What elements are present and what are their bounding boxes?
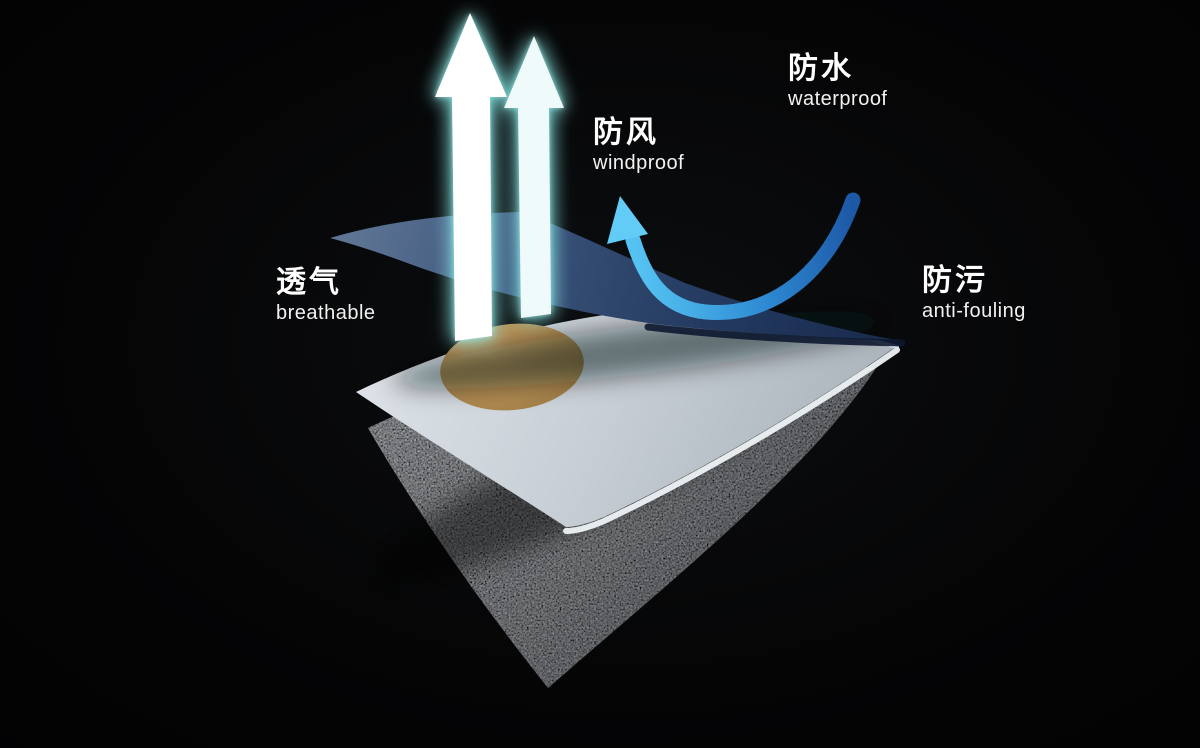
water-repel-arrow-curve [625, 192, 861, 321]
label-breathable-zh: 透气 [276, 266, 342, 299]
label-windproof-en: windproof [593, 152, 685, 174]
label-windproof: 防风 windproof [593, 116, 684, 174]
water-repel-arrow-head [607, 196, 648, 244]
label-windproof-zh: 防风 [593, 116, 659, 149]
label-anti-fouling-en: anti-fouling [922, 300, 1026, 322]
label-breathable: 透气 breathable [276, 266, 376, 324]
middle-layer-edge-highlight [563, 347, 900, 534]
label-waterproof-en: waterproof [788, 88, 888, 110]
label-breathable-en: breathable [276, 302, 376, 324]
breathability-arrow-back [504, 36, 564, 318]
membrane-underside-edge [644, 323, 906, 347]
label-waterproof: 防水 waterproof [788, 52, 888, 110]
label-anti-fouling-zh: 防污 [922, 264, 988, 297]
label-waterproof-zh: 防水 [788, 52, 854, 85]
label-anti-fouling: 防污 anti-fouling [922, 264, 1026, 322]
breathability-arrow-front [435, 13, 507, 341]
